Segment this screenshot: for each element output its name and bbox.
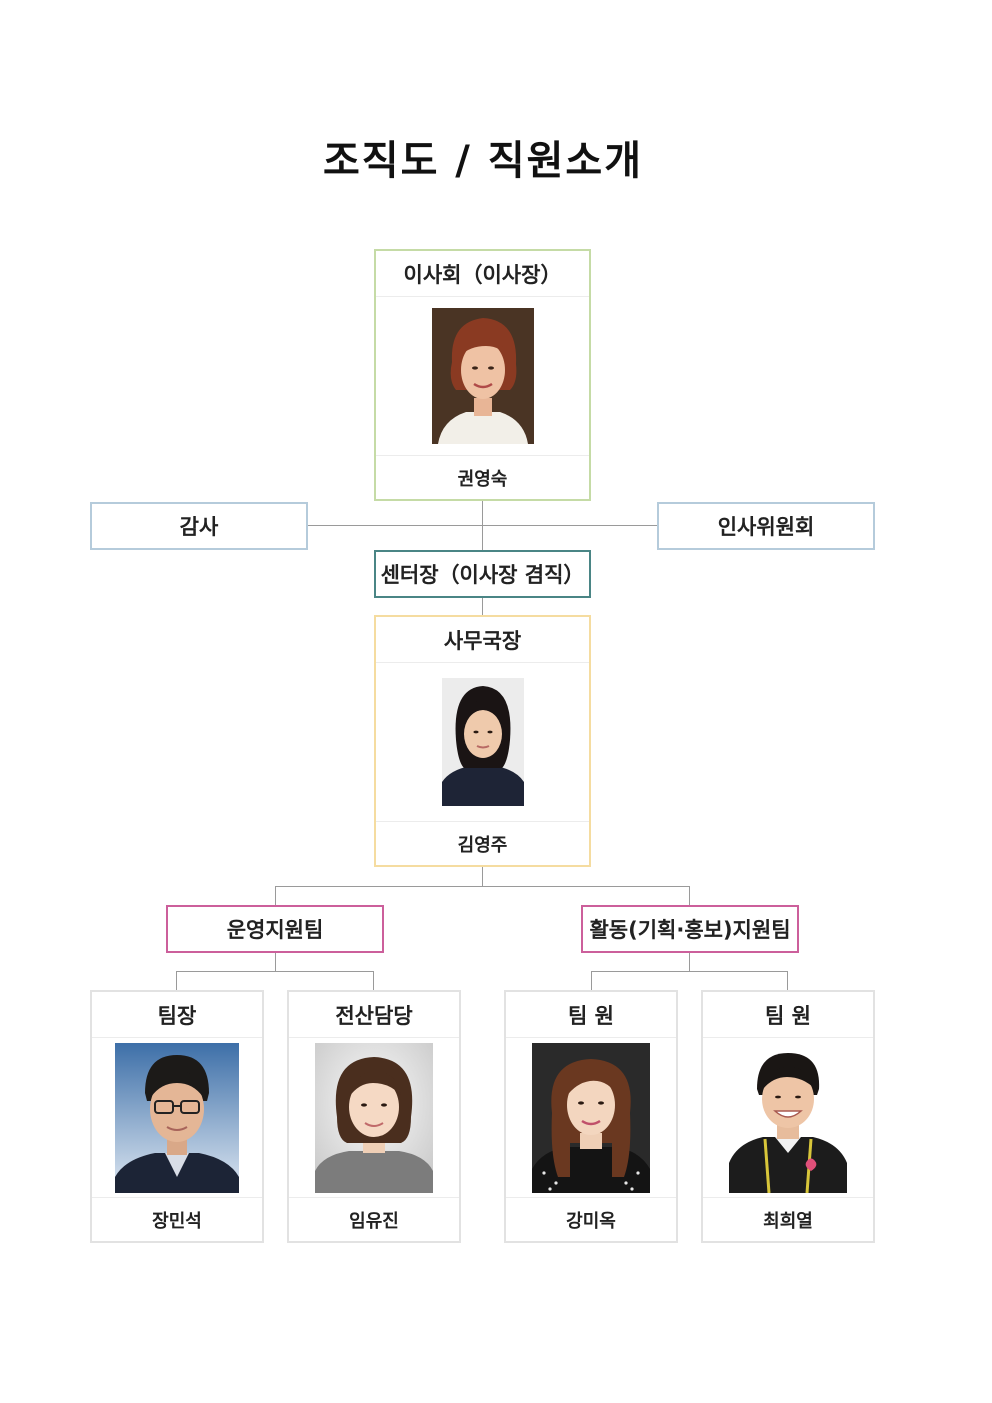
team-leader-portrait <box>115 1042 239 1193</box>
secretary-general-photo-area <box>376 663 589 822</box>
team-member-portrait <box>729 1042 847 1193</box>
staff-name: 최희열 <box>763 1210 813 1232</box>
staff-role: 전산담당 <box>289 992 459 1038</box>
staff-card: 팀 원 강미옥 <box>504 990 678 1243</box>
team-activity-box: 활동(기획·홍보)지원팀 <box>581 905 799 953</box>
connector-team2-branch <box>591 971 788 972</box>
center-director-label: 센터장（이사장 겸직） <box>380 563 585 587</box>
board-box: 이사회（이사장） 권영숙 <box>374 249 591 501</box>
connector-team2-stem <box>689 952 690 971</box>
auditor-box: 감사 <box>90 502 308 550</box>
staff-photo-area <box>703 1038 873 1198</box>
staff-role: 팀장 <box>92 992 262 1038</box>
board-photo-area <box>376 297 589 456</box>
staff-card: 전산담당 임유진 <box>287 990 461 1243</box>
connector-director-down <box>482 597 483 615</box>
staff-name: 장민석 <box>152 1210 202 1232</box>
connector-team1-stem <box>275 952 276 971</box>
connector-team1-branch <box>176 971 374 972</box>
staff-role: 팀 원 <box>506 992 676 1038</box>
staff-card: 팀 원 최희열 <box>701 990 875 1243</box>
page-title: 조직도 / 직원소개 <box>322 138 644 184</box>
board-name: 권영숙 <box>457 468 508 490</box>
hr-committee-box: 인사위원회 <box>657 502 875 550</box>
connector-staff4-down <box>787 971 788 991</box>
team-member-portrait <box>532 1042 650 1193</box>
secretary-general-portrait <box>441 678 524 806</box>
staff-name: 강미옥 <box>566 1210 616 1232</box>
secretary-general-name: 김영주 <box>457 834 508 856</box>
connector-staff1-down <box>176 971 177 991</box>
staff-card: 팀장 <box>90 990 264 1243</box>
team-activity-label: 활동(기획·홍보)지원팀 <box>589 918 791 942</box>
staff-name: 임유진 <box>349 1210 399 1232</box>
auditor-label: 감사 <box>179 515 219 539</box>
board-role: 이사회（이사장） <box>376 251 589 297</box>
it-staff-portrait <box>315 1042 433 1193</box>
hr-committee-label: 인사위원회 <box>717 515 815 539</box>
center-director-box: 센터장（이사장 겸직） <box>374 550 591 598</box>
connector-staff3-down <box>591 971 592 991</box>
team-operations-box: 운영지원팀 <box>166 905 384 953</box>
staff-photo-area <box>506 1038 676 1198</box>
connector-team1-down <box>275 886 276 906</box>
connector-team2-down <box>689 886 690 906</box>
staff-role: 팀 원 <box>703 992 873 1038</box>
team-operations-label: 운영지원팀 <box>226 918 324 942</box>
connector-side-horizontal <box>307 525 658 526</box>
connector-secretary-down <box>482 867 483 886</box>
connector-staff2-down <box>373 971 374 991</box>
connector-board-down <box>482 501 483 551</box>
staff-photo-area <box>289 1038 459 1198</box>
secretary-general-role: 사무국장 <box>376 617 589 663</box>
staff-photo-area <box>92 1038 262 1198</box>
chairwoman-portrait <box>431 308 534 444</box>
connector-teams-horizontal <box>275 886 690 887</box>
secretary-general-box: 사무국장 김영주 <box>374 615 591 867</box>
